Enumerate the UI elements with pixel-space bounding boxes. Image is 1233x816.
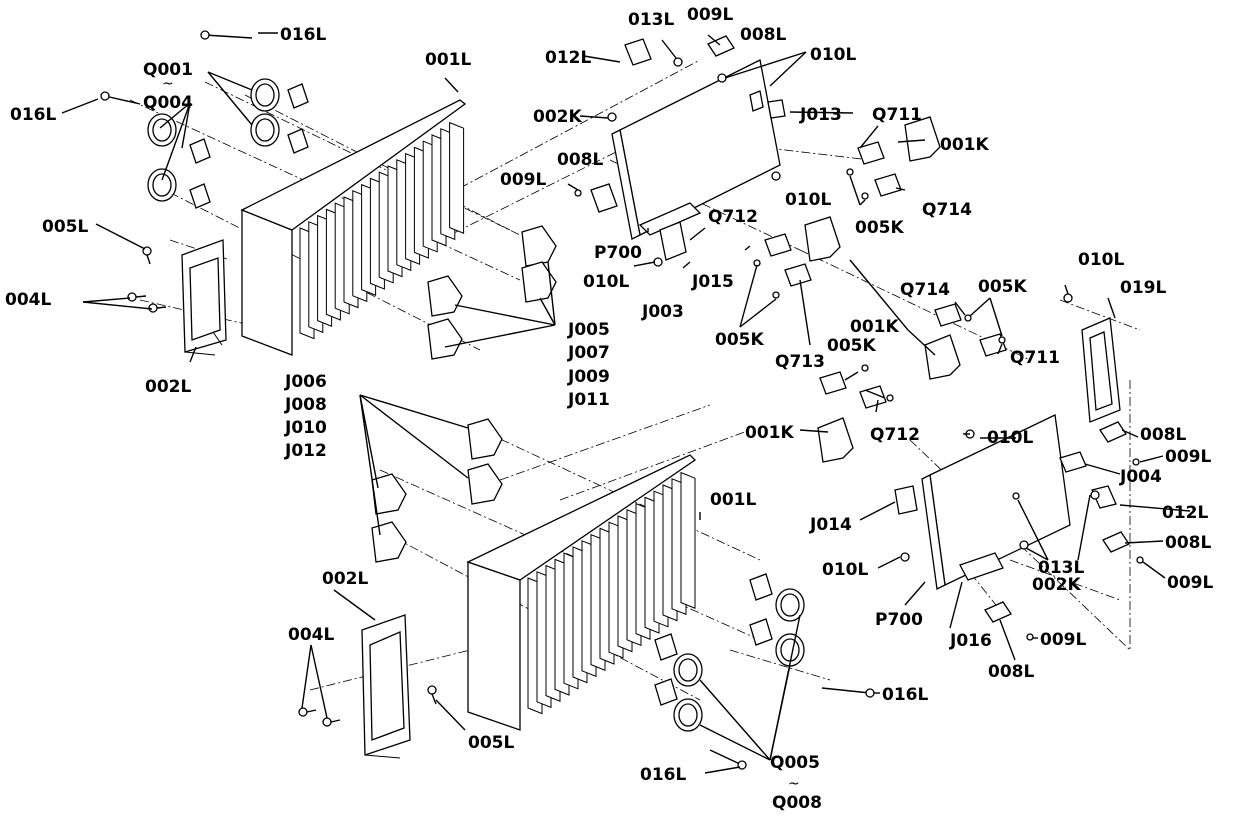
transistors-q001-q004 [147,78,309,209]
label-Q711-a: Q711 [872,105,922,125]
label-J007: J007 [567,343,610,363]
label-J006: J006 [284,372,327,392]
label-008L-d: 008L [1165,533,1211,553]
label-J015: J015 [691,272,734,292]
label-001K-b: 001K [850,317,899,337]
label-J012: J012 [284,441,327,461]
label-009L-d: 009L [1167,573,1213,593]
label-004L-a: 004L [5,290,51,310]
label-J005: J005 [567,320,610,340]
label-Q712-a: Q712 [708,207,758,227]
label-Q008: Q008 [772,793,822,813]
label-005L-b: 005L [468,733,514,753]
label-Q714-b: Q714 [900,280,950,300]
label-010L-d: 010L [1078,250,1124,270]
label-005K-d: 005K [827,336,876,356]
label-019L: 019L [1120,278,1166,298]
label-004L-b: 004L [288,625,334,645]
label-J003: J003 [641,302,684,322]
bracket-019L [1063,293,1121,423]
label-J013: J013 [799,105,842,125]
label-J010: J010 [284,418,327,438]
label-010L-b: 010L [785,190,831,210]
label-J014: J014 [809,515,852,535]
label-001L-b: 001L [710,490,756,510]
heatsink-fin [449,121,465,234]
label-016L-a: 016L [280,25,326,45]
upper-heatsink-001L [181,99,467,356]
label-005L-a: 005L [42,217,88,237]
lower-pcb [894,414,1144,641]
label-002L-b: 002L [322,569,368,589]
label-001K-c: 001K [745,423,794,443]
part-labels: 016L 016L Q001 ~ Q004 001L 013L 009L 008… [5,5,1213,813]
label-008L-e: 008L [988,662,1034,682]
label-010L-e: 010L [987,428,1033,448]
label-016L-b: 016L [10,105,56,125]
label-009L-b: 009L [500,170,546,190]
screws-016L-upper [100,30,253,105]
upper-pcb [611,59,781,261]
label-012L-a: 012L [545,48,591,68]
label-010L-a: 010L [810,45,856,65]
label-P700-a: P700 [594,243,642,263]
lower-heatsink-001L [361,454,697,759]
label-P700-b: P700 [875,610,923,630]
label-Q004: Q004 [143,93,193,113]
label-tilde-q005-q008: ~ [788,776,800,792]
label-005K-c: 005K [715,330,764,350]
label-010L-c: 010L [583,272,629,292]
label-J016: J016 [949,631,992,651]
transistor-brackets-middle [753,216,1007,463]
leader-lines [61,32,1191,774]
sockets-j006-j012 [371,418,503,563]
label-010L-f: 010L [822,560,868,580]
label-013L-b: 013L [1038,558,1084,578]
heatsink-fin [680,471,696,609]
label-Q005: Q005 [770,753,820,773]
label-Q714-a: Q714 [922,200,972,220]
screws-005L-004L-upper [127,246,167,313]
label-005K-b: 005K [978,277,1027,297]
label-002K-a: 002K [533,107,582,127]
label-J004: J004 [1119,467,1162,487]
label-J008: J008 [284,395,327,415]
label-009L-c: 009L [1165,447,1211,467]
label-008L-b: 008L [557,150,603,170]
label-005K-a: 005K [855,218,904,238]
label-Q711-b: Q711 [1010,348,1060,368]
label-J009: J009 [567,367,610,387]
label-Q001: Q001 [143,60,193,80]
label-012L-b: 012L [1162,503,1208,523]
label-016L-c: 016L [882,685,928,705]
label-009L-a: 009L [687,5,733,25]
label-Q712-b: Q712 [870,425,920,445]
label-001L-a: 001L [425,50,471,70]
transistors-q005-q008 [654,573,805,732]
label-008L-a: 008L [740,25,786,45]
label-009L-e: 009L [1040,630,1086,650]
label-013L-a: 013L [628,10,674,30]
sockets-j005-j011 [427,225,557,360]
label-002L-a: 002L [145,377,191,397]
label-008L-c: 008L [1140,425,1186,445]
label-Q713: Q713 [775,352,825,372]
label-002K-b: 002K [1032,575,1081,595]
hardware-upper-pcb [574,35,786,267]
label-J011: J011 [567,390,610,410]
transistor-brackets-upper-right [846,116,941,200]
label-tilde-q001-q004: ~ [162,76,174,92]
label-001K-a: 001K [940,135,989,155]
label-016L-d: 016L [640,765,686,785]
